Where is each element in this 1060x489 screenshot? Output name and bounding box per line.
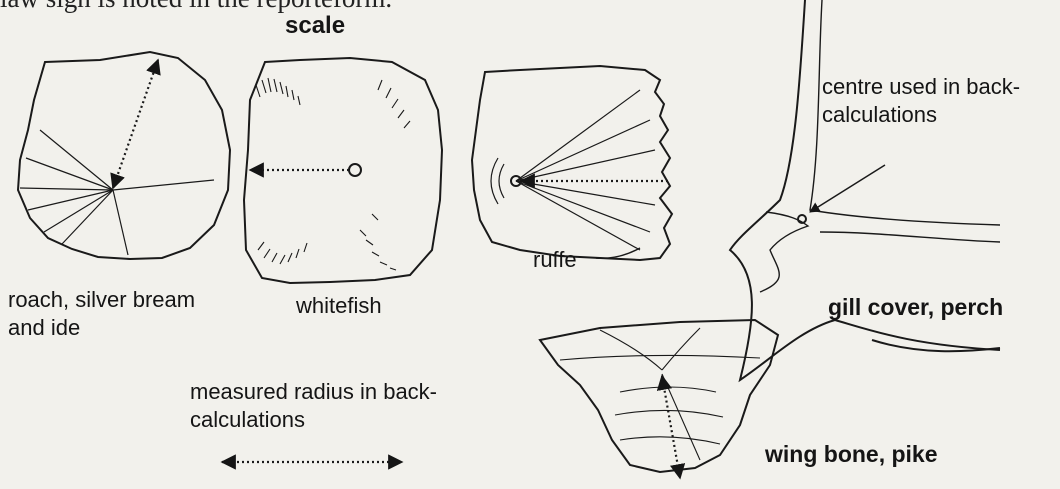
roach-scale-radii [20, 130, 214, 255]
ruffe-scale-outline [472, 66, 672, 260]
whitefish-circuli-marks [256, 78, 410, 270]
ruffe-label-leader-line [596, 248, 640, 258]
ruffe-scale-radii [491, 90, 655, 250]
measured-radius-label: measured radius in back- calculations [190, 378, 437, 434]
roach-measured-radius-arrow [113, 60, 158, 188]
wing-bone-label: wing bone, pike [765, 440, 938, 468]
scale-heading: scale [285, 12, 345, 40]
roach-label: roach, silver bream and ide [8, 286, 195, 342]
whitefish-label: whitefish [296, 292, 382, 320]
centre-label: centre used in back- calculations [822, 73, 1020, 129]
gill-cover-label: gill cover, perch [828, 293, 1003, 321]
gill-cover-drawing [730, 0, 1000, 380]
wing-bone-outline [540, 320, 778, 472]
centre-label-line-2: calculations [822, 101, 1020, 129]
wing-bone-drawing [540, 320, 778, 478]
gill-cover-edge-bottom [872, 340, 1000, 351]
whitefish-scale-focus [349, 164, 361, 176]
gill-cover-outline [730, 0, 1000, 380]
measured-radius-label-line-1: measured radius in back- [190, 378, 437, 406]
measured-radius-label-line-2: calculations [190, 406, 437, 434]
centre-pointer-arrow [810, 165, 885, 212]
roach-scale-drawing [18, 52, 230, 259]
gill-cover-notch [760, 212, 808, 292]
roach-label-line-1: roach, silver bream [8, 286, 195, 314]
ruffe-label: ruffe [533, 246, 577, 274]
ruffe-scale-drawing [472, 66, 672, 260]
roach-label-line-2: and ide [8, 314, 195, 342]
whitefish-scale-drawing [244, 58, 442, 283]
centre-label-line-1: centre used in back- [822, 73, 1020, 101]
gill-cover-bone-lower [820, 232, 1000, 242]
wing-bone-measured-radius-arrow [662, 376, 680, 478]
